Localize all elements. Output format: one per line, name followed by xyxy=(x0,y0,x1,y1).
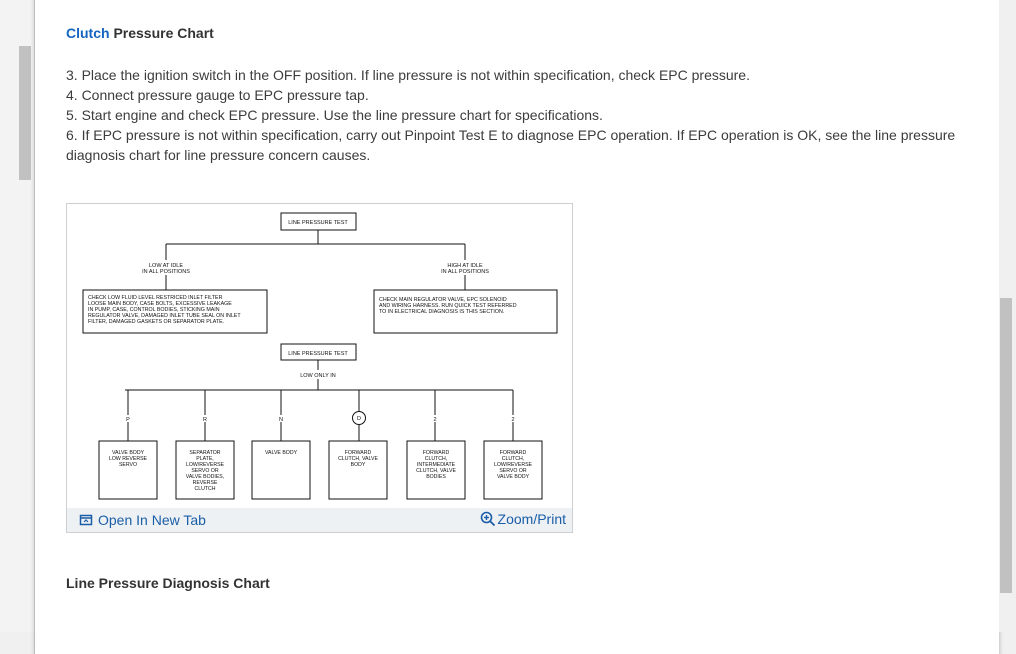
zoom-print-label: Zoom/Print xyxy=(497,511,566,527)
result-d-line-3: BODY xyxy=(351,462,366,468)
left-scrollbar-thumb[interactable] xyxy=(19,46,31,180)
page-title-accent: Clutch xyxy=(66,25,110,41)
figure-footer: Open In New Tab Zoom/Print xyxy=(67,508,572,532)
scrollbar-thumb[interactable] xyxy=(1000,298,1012,593)
result-2b-line-1: FORWARD xyxy=(500,450,527,456)
low-idle-line-2: IN ALL POSITIONS xyxy=(142,269,190,275)
high-check-line-3: TO IN ELECTRICAL DIAGNOSIS IS THIS SECTI… xyxy=(379,309,504,315)
result-box-p xyxy=(98,440,158,500)
result-2a-line-1: FORWARD xyxy=(423,450,450,456)
step-3: 3. Place the ignition switch in the OFF … xyxy=(66,67,750,83)
low-only-label: LOW ONLY IN xyxy=(300,373,336,379)
gear-n: N xyxy=(279,417,283,423)
high-check-line-1: CHECK MAIN REGULATOR VALVE, EPC SOLENOID xyxy=(379,297,507,303)
low-idle-check-box xyxy=(82,289,268,334)
low-check-line-5: FILTER, DAMAGED GASKETS OR SEPARATOR PLA… xyxy=(88,319,224,325)
result-2b-line-3: LOW/REVERSE xyxy=(494,462,533,468)
low-check-line-1: CHECK LOW FLUID LEVEL RESTRICED INLET FI… xyxy=(88,295,223,301)
result-box-n xyxy=(251,440,311,500)
gear-p: P xyxy=(126,417,130,423)
result-box-2a xyxy=(406,440,466,500)
line-pressure-test-figure: LINE PRESSURE TEST LOW AT IDLE IN ALL PO… xyxy=(66,203,573,533)
open-in-new-tab-label: Open In New Tab xyxy=(98,512,206,528)
step-5: 5. Start engine and check EPC pressure. … xyxy=(66,107,603,123)
result-r-line-3: LOW/REVERSE xyxy=(186,462,225,468)
high-idle-line-1: HIGH AT IDLE xyxy=(447,263,483,269)
high-check-line-2: AND WIRING HARNESS. RUN QUICK TEST REFER… xyxy=(379,303,517,309)
gear-d: D xyxy=(357,416,361,422)
result-r-line-1: SEPARATOR xyxy=(189,450,220,456)
gear-r: R xyxy=(203,417,207,423)
high-idle-line-2: IN ALL POSITIONS xyxy=(441,269,489,275)
drive-gear-circle xyxy=(352,411,366,425)
zoom-print-link[interactable]: Zoom/Print xyxy=(480,511,566,527)
low-idle-line-1: LOW AT IDLE xyxy=(149,263,183,269)
result-box-2b xyxy=(483,440,543,500)
result-box-r xyxy=(175,440,235,500)
result-2a-line-4: CLUTCH, VALVE xyxy=(416,468,456,474)
open-in-new-tab-link[interactable]: Open In New Tab xyxy=(79,512,206,528)
page-title: Clutch Pressure Chart xyxy=(66,25,214,41)
zoom-in-icon xyxy=(480,511,495,527)
section-title-line-pressure-diagnosis: Line Pressure Diagnosis Chart xyxy=(66,575,270,591)
result-2b-line-5: VALVE BODY xyxy=(497,474,530,480)
low-check-line-4: REGULATOR VALVE, DAMAGED INLET TUBE SEAL… xyxy=(88,313,241,319)
result-r-line-6: REVERSE xyxy=(193,480,218,486)
result-p-line-3: SERVO xyxy=(119,462,137,468)
result-r-line-5: VALVE BODIES, xyxy=(186,474,224,480)
result-p-line-2: LOW REVERSE xyxy=(109,456,148,462)
result-2b-line-4: SERVO OR xyxy=(499,468,527,474)
low-check-line-2: LOOSE MAIN BODY, CASE BOLTS, EXCESSIVE L… xyxy=(88,301,232,307)
result-n-line-1: VALVE BODY xyxy=(265,450,298,456)
step-6: 6. If EPC pressure is not within specifi… xyxy=(66,127,956,163)
page-title-rest: Pressure Chart xyxy=(113,25,214,41)
result-box-d xyxy=(328,440,388,500)
low-check-line-3: IN PUMP, CASE, CONTROL BODIES, STICKING … xyxy=(88,307,220,313)
result-2a-line-2: CLUTCH, xyxy=(425,456,447,462)
result-2a-line-3: INTERMEDIATE xyxy=(417,462,456,468)
result-2b-line-2: CLUTCH, xyxy=(502,456,524,462)
result-r-line-2: PLATE, xyxy=(196,456,214,462)
result-d-line-2: CLUTCH, VALVE xyxy=(338,456,378,462)
gear-2a: 2 xyxy=(433,417,436,423)
procedure-steps: 3. Place the ignition switch in the OFF … xyxy=(66,65,986,165)
step-4: 4. Connect pressure gauge to EPC pressur… xyxy=(66,87,369,103)
open-in-new-tab-icon xyxy=(79,514,93,526)
result-d-line-1: FORWARD xyxy=(345,450,372,456)
result-r-line-7: CLUTCH xyxy=(194,486,215,492)
high-idle-check-box xyxy=(373,289,558,334)
top-test-label: LINE PRESSURE TEST xyxy=(288,220,348,226)
result-2a-line-5: BODIES xyxy=(426,474,446,480)
gear-2b: 2 xyxy=(511,417,514,423)
flowchart-diagram: LINE PRESSURE TEST LOW AT IDLE IN ALL PO… xyxy=(82,212,558,500)
mid-test-label: LINE PRESSURE TEST xyxy=(288,351,348,357)
result-p-line-1: VALVE BODY xyxy=(112,450,145,456)
result-r-line-4: SERVO OR xyxy=(191,468,219,474)
